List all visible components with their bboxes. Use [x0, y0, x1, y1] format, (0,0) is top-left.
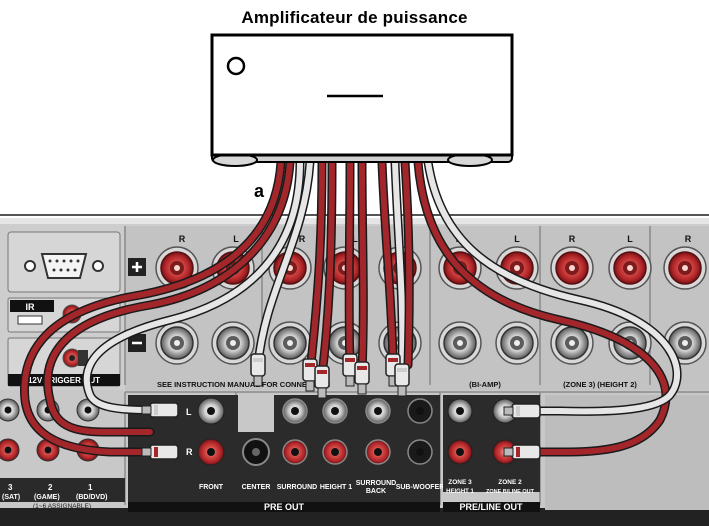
cable-surround-r	[319, 159, 335, 378]
cable-back-r	[392, 159, 406, 375]
rs232-port	[7, 231, 121, 293]
height1-sub-label: HEIGHT 1	[446, 489, 474, 495]
speaker-label-5: L	[514, 234, 520, 244]
cable-zone-r	[415, 159, 669, 455]
speaker-label-6: R	[569, 234, 576, 244]
cable-front-r2	[21, 159, 284, 455]
cable-label-a: a	[254, 181, 265, 201]
input-number-2: 2	[48, 483, 53, 492]
input-number-1: 1	[88, 483, 93, 492]
cable-back-l	[379, 159, 396, 368]
speaker-label-7: L	[627, 234, 633, 244]
plug-surround-r	[314, 365, 330, 389]
speaker-label-0: R	[179, 234, 186, 244]
cable-zone-l	[425, 159, 681, 415]
plug-back-r	[394, 363, 410, 387]
zone2-label: ZONE 2	[498, 479, 522, 486]
power-knob-icon	[226, 56, 246, 76]
ir-label: IR	[26, 302, 36, 312]
preout-r-label: R	[186, 447, 193, 457]
zone-height-label: (ZONE 3) (HEIGHT 2)	[563, 380, 637, 389]
bi-amp-label: (BI-AMP)	[469, 380, 501, 389]
input-name-bd-dvd: (BD/DVD)	[76, 494, 108, 501]
trigger-label: 12V TRIGGER OUT	[28, 376, 100, 385]
preout-label-1: CENTER	[242, 484, 271, 491]
cable-front-r	[83, 159, 303, 413]
preout-label-4-0: SURROUND	[356, 480, 396, 487]
input-number-3: 3	[8, 483, 13, 492]
polarity-markers	[128, 258, 146, 352]
cable-front-l	[44, 159, 293, 435]
speaker-label-2: R	[299, 234, 306, 244]
preout-l-label: L	[186, 407, 192, 417]
pre-line-out-block: ZONE 3 HEIGHT 1 ZONE 2 ZONE B/LINE OUT P…	[443, 395, 540, 512]
speaker-label-3: L	[352, 234, 358, 244]
input-name-game: (GAME)	[34, 494, 60, 501]
input-name-sat: (SAT)	[2, 494, 20, 501]
cable-height-l	[346, 159, 353, 368]
preout-label-2: SURROUND	[277, 484, 317, 491]
pre-out-label: PRE OUT	[264, 502, 305, 512]
plug-height-r	[354, 361, 370, 385]
preout-label-3: HEIGHT 1	[320, 484, 352, 491]
rca-cables	[19, 157, 682, 460]
audio-assignable-label: (1~6 ASSIGNABLE)	[33, 503, 91, 510]
power-amplifier	[210, 33, 514, 167]
plug-center	[250, 353, 266, 377]
terminal-captions: SEE INSTRUCTION MANUAL FOR CONNECTION (B…	[157, 380, 637, 389]
cable-center	[255, 159, 313, 368]
speaker-label-8: R	[685, 234, 692, 244]
speaker-label-1: L	[233, 234, 239, 244]
zone-b-line-label: ZONE B/LINE OUT	[486, 489, 535, 495]
cable-surround-l	[307, 159, 325, 375]
preout-label-0: FRONT	[199, 484, 224, 491]
see-instruction-label: SEE INSTRUCTION MANUAL FOR CONNECTION	[157, 380, 330, 389]
cable-height-r	[359, 159, 367, 375]
preout-label-5: SUB-WOOFER	[396, 484, 445, 491]
pre-line-out-label: PRE/LINE OUT	[459, 502, 523, 512]
diagram-title: Amplificateur de puissance	[241, 8, 468, 27]
zone3-label: ZONE 3	[448, 479, 472, 486]
cable-back-r2	[402, 159, 413, 368]
preout-label-4-1: BACK	[366, 488, 386, 495]
